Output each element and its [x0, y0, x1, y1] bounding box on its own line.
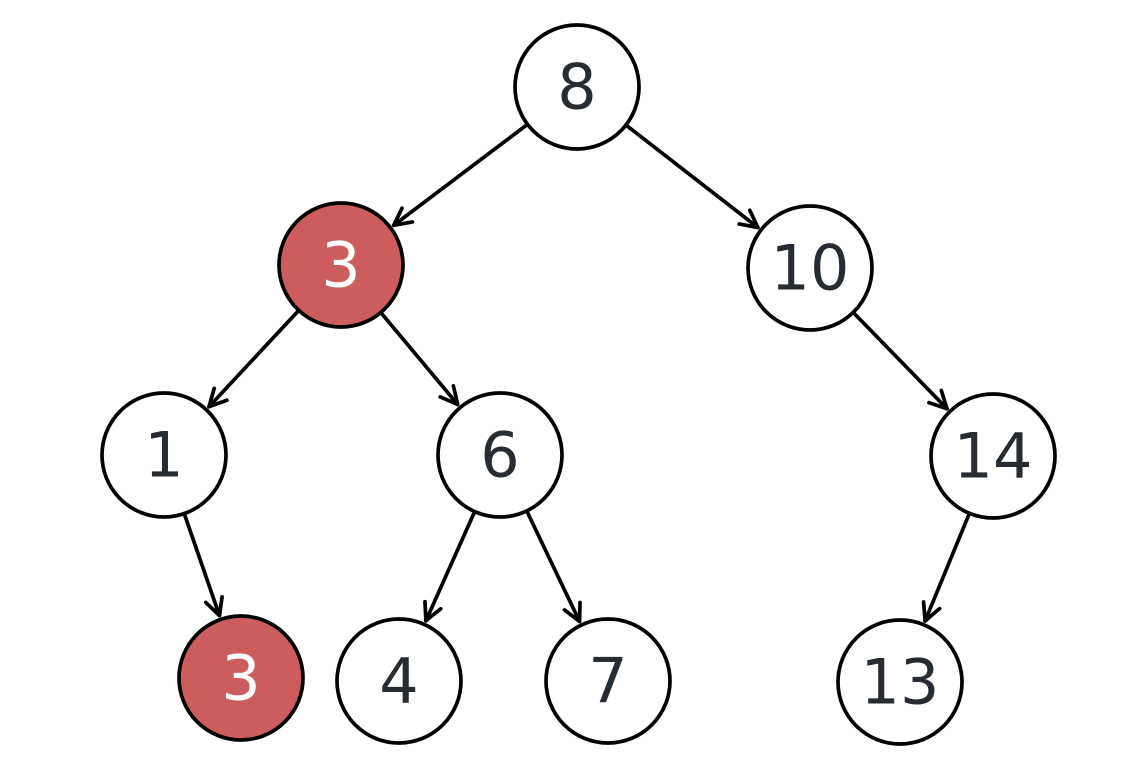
node-circle: [177, 614, 305, 742]
arrowhead-icon: [423, 599, 443, 623]
arrowhead-icon: [562, 600, 582, 624]
tree-node-3-highlighted: 3: [177, 614, 305, 742]
tree-node-14: 14: [929, 392, 1057, 520]
node-circle: [746, 204, 874, 332]
tree-edge-6-to-4: [423, 511, 476, 623]
node-circle: [335, 617, 463, 745]
node-circle: [544, 617, 672, 745]
tree-edge-8-to-3: [391, 123, 528, 228]
tree-node-7: 7: [544, 617, 672, 745]
node-circle: [929, 392, 1057, 520]
node-label: 7: [588, 645, 627, 718]
tree-node-10: 10: [746, 204, 874, 332]
tree-edge-3-to-6: [380, 312, 460, 407]
node-label: 14: [954, 420, 1033, 493]
tree-node-8: 8: [513, 23, 641, 151]
arrowhead-icon: [391, 206, 415, 228]
node-circle: [836, 618, 964, 746]
node-circle: [513, 23, 641, 151]
tree-node-1: 1: [100, 391, 228, 519]
tree-node-13: 13: [836, 618, 964, 746]
node-label: 3: [321, 229, 360, 302]
tree-node-4: 4: [335, 617, 463, 745]
node-label: 10: [771, 232, 850, 305]
node-circle: [277, 201, 405, 329]
tree-edge-3-to-1: [207, 309, 300, 409]
arrowhead-icon: [438, 384, 460, 407]
arrowhead-icon: [207, 386, 229, 409]
node-label: 3: [221, 642, 260, 715]
arrowhead-icon: [921, 600, 942, 623]
node-label: 1: [144, 419, 183, 492]
node-circle: [436, 391, 564, 519]
tree-edge-14-to-13: [921, 513, 971, 623]
tree-edge-10-to-14: [852, 312, 949, 411]
node-label: 6: [480, 419, 519, 492]
tree-edge-1-to-3: [183, 513, 224, 618]
node-circle: [100, 391, 228, 519]
tree-node-3-highlighted: 3: [277, 201, 405, 329]
tree-edge-8-to-10: [625, 124, 760, 230]
tree-edge-6-to-7: [525, 510, 582, 624]
tree-node-6: 6: [436, 391, 564, 519]
node-label: 4: [379, 645, 418, 718]
node-label: 13: [861, 646, 940, 719]
arrowhead-icon: [203, 594, 224, 618]
node-label: 8: [557, 51, 596, 124]
arrowhead-icon: [737, 208, 760, 230]
arrowhead-icon: [927, 388, 949, 411]
